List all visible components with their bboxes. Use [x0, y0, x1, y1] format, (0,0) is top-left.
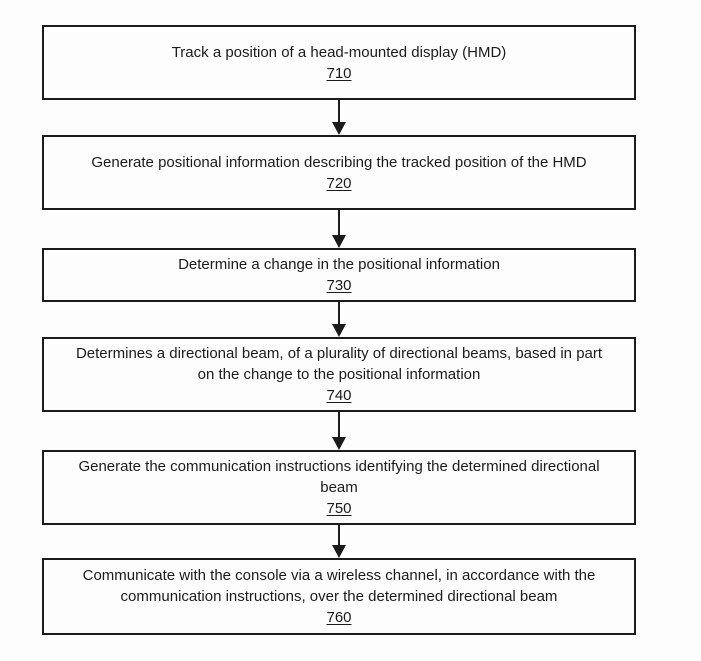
- flow-step-750: Generate the communication instructions …: [42, 450, 636, 525]
- step-ref-label: 710: [326, 64, 352, 82]
- flow-step-710: Track a position of a head-mounted displ…: [42, 25, 636, 100]
- step-ref-label: 740: [326, 387, 352, 404]
- step-text-line: on the change to the positional informat…: [197, 366, 481, 383]
- arrow-stem: [338, 100, 340, 122]
- arrow-down-icon: [332, 545, 346, 558]
- step-text-line: Determines a directional beam, of a plur…: [75, 345, 603, 362]
- flow-arrow: [332, 100, 346, 135]
- flow-step-760: Communicate with the console via a wirel…: [42, 558, 636, 635]
- flow-arrow: [332, 412, 346, 450]
- flow-step-740: Determines a directional beam, of a plur…: [42, 337, 636, 412]
- step-text-line: communication instructions, over the det…: [120, 588, 558, 605]
- step-text-line: Determine a change in the positional inf…: [178, 256, 500, 273]
- step-text-line: Track a position of a head-mounted displ…: [171, 43, 507, 61]
- arrow-down-icon: [332, 437, 346, 450]
- step-ref-label: 760: [326, 609, 352, 626]
- step-text-line: Generate the communication instructions …: [78, 458, 600, 475]
- arrow-stem: [338, 302, 340, 324]
- arrow-down-icon: [332, 122, 346, 135]
- step-text-line: Communicate with the console via a wirel…: [82, 567, 596, 584]
- arrow-stem: [338, 525, 340, 545]
- step-ref-label: 730: [326, 277, 352, 294]
- arrow-stem: [338, 210, 340, 235]
- step-text-line: Generate positional information describi…: [91, 153, 587, 171]
- step-ref-label: 720: [326, 174, 352, 192]
- step-text-line: beam: [320, 479, 358, 496]
- arrow-down-icon: [332, 324, 346, 337]
- flow-step-730: Determine a change in the positional inf…: [42, 248, 636, 302]
- step-ref-label: 750: [326, 500, 352, 517]
- flow-arrow: [332, 302, 346, 337]
- flow-arrow: [332, 210, 346, 248]
- arrow-stem: [338, 412, 340, 437]
- arrow-down-icon: [332, 235, 346, 248]
- flow-step-720: Generate positional information describi…: [42, 135, 636, 210]
- flow-arrow: [332, 525, 346, 558]
